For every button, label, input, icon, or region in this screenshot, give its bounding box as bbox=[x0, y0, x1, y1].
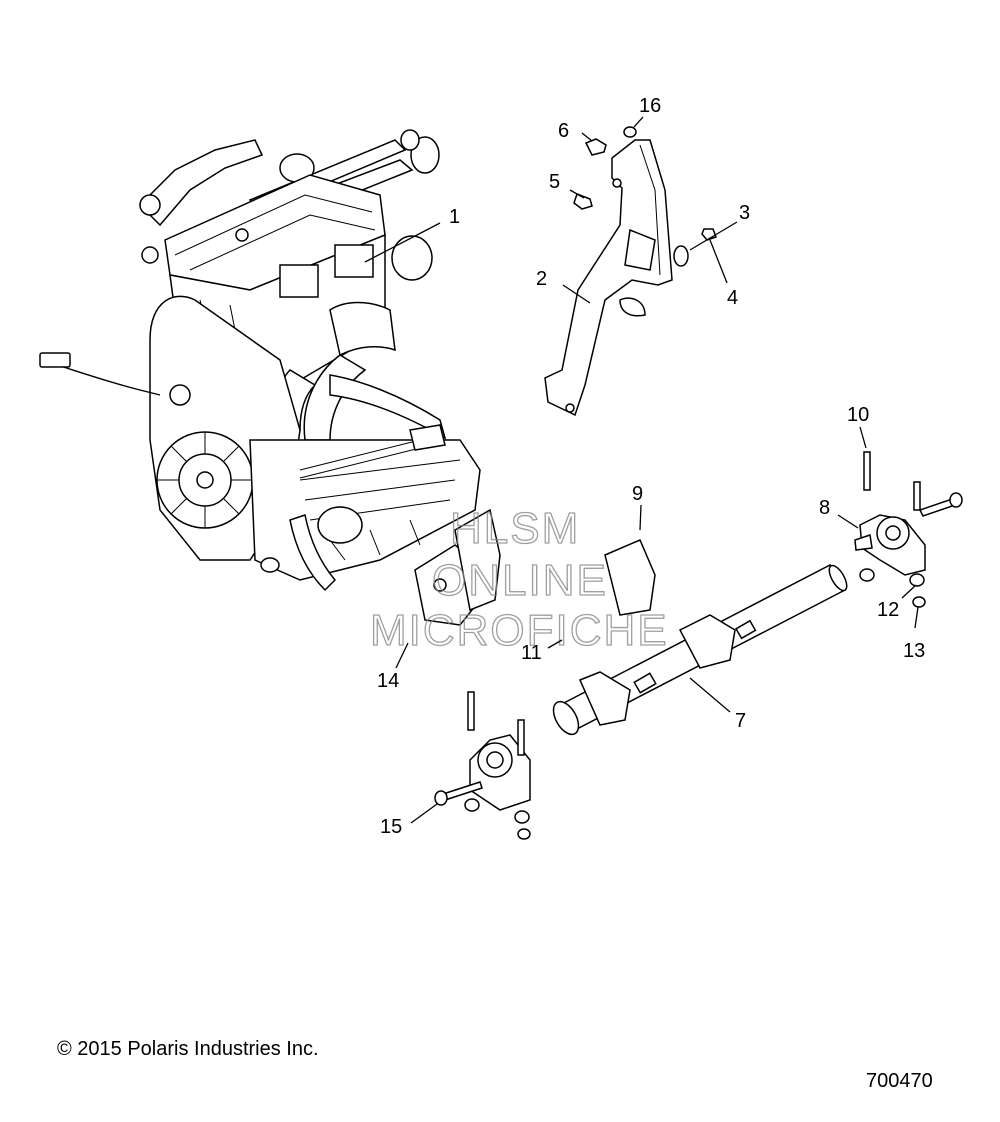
bracket-part-2 bbox=[544, 139, 673, 417]
callout-12: 12 bbox=[877, 599, 899, 621]
copyright-notice: © 2015 Polaris Industries Inc. bbox=[57, 1038, 319, 1060]
callout-2: 2 bbox=[536, 268, 547, 290]
callout-4: 4 bbox=[727, 287, 738, 309]
mount-part-8 bbox=[854, 451, 963, 608]
callout-7: 7 bbox=[735, 710, 746, 732]
callout-14: 14 bbox=[377, 670, 399, 692]
callout-10: 10 bbox=[847, 404, 869, 426]
callouts: 1 2 3 4 5 6 7 8 9 10 11 12 13 14 15 16 bbox=[377, 95, 925, 838]
watermark-line-3: MICROFICHE bbox=[370, 606, 669, 655]
callout-15: 15 bbox=[380, 816, 402, 838]
callout-1: 1 bbox=[449, 206, 460, 228]
engine-assembly bbox=[39, 129, 481, 592]
diagram-number: 700470 bbox=[866, 1070, 933, 1092]
callout-3: 3 bbox=[739, 202, 750, 224]
callout-16: 16 bbox=[639, 95, 661, 117]
plates-part-9 bbox=[414, 508, 656, 626]
callout-8: 8 bbox=[819, 497, 830, 519]
tube-part-7 bbox=[552, 564, 848, 736]
watermark: HLSM ONLINE MICROFICHE bbox=[369, 503, 669, 655]
callout-11: 11 bbox=[521, 642, 542, 664]
callout-6: 6 bbox=[558, 120, 569, 142]
watermark-line-1: HLSM bbox=[450, 504, 580, 553]
watermark-line-2: ONLINE bbox=[432, 556, 608, 605]
callout-5: 5 bbox=[549, 171, 560, 193]
leader-lines bbox=[364, 116, 919, 824]
callout-9: 9 bbox=[632, 483, 643, 505]
mount-left bbox=[434, 691, 531, 840]
callout-13: 13 bbox=[903, 640, 925, 662]
